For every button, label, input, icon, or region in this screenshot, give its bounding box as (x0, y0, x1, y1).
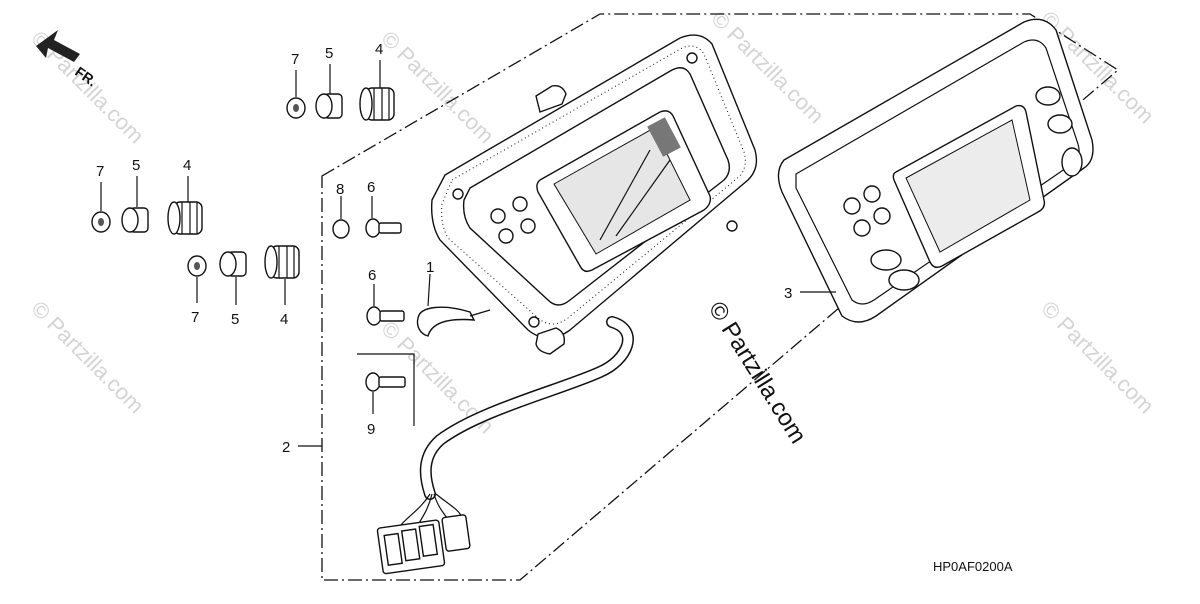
fasteners: 8 6 6 9 1 (332, 179, 491, 438)
bar-graph-icon (647, 117, 681, 157)
screw-hole (686, 52, 698, 64)
callout-6: 6 (368, 267, 376, 284)
cover-buttons (843, 86, 1083, 291)
hardware-row-middle: 7 5 4 (91, 157, 203, 235)
callout-2-group: 2 (282, 439, 322, 456)
grommet-4 (167, 201, 203, 235)
nut-7 (91, 211, 111, 233)
callout-5: 5 (325, 45, 333, 62)
callout-5: 5 (132, 157, 140, 174)
callout-6: 6 (367, 179, 375, 196)
front-arrow-icon (36, 30, 80, 62)
meter-buttons (490, 196, 536, 244)
callout-2: 2 (282, 439, 290, 456)
nut-7 (286, 97, 306, 119)
callout-3: 3 (784, 285, 792, 302)
callout-9: 9 (367, 421, 375, 438)
washer-8: 8 (332, 181, 350, 239)
watermark-text: © Partzilla.com (26, 296, 149, 419)
callout-4: 4 (280, 311, 288, 328)
clip-1: 1 (416, 259, 491, 337)
screw-hole (452, 188, 464, 200)
watermark-text: © Partzilla.com (376, 26, 499, 149)
screw-hole (726, 220, 738, 232)
collar-5 (219, 251, 247, 277)
hardware-row-top: 7 5 4 (286, 41, 395, 121)
callout-4: 4 (183, 157, 191, 174)
center-watermark: © Partzilla.com (703, 297, 812, 448)
mount-tab-top (535, 84, 567, 113)
callout-4: 4 (375, 41, 383, 58)
nut-7 (187, 255, 207, 277)
callout-5: 5 (231, 311, 239, 328)
assembly-boundary (321, 13, 1120, 581)
grommet-4 (359, 87, 395, 121)
meter-assembly (430, 34, 758, 355)
meter-cover: 3 (777, 18, 1094, 323)
collar-5 (121, 207, 149, 233)
screw-hole (528, 316, 540, 328)
diagram-code: HP0AF0200A (933, 559, 1013, 574)
callout-7: 7 (291, 51, 299, 68)
hardware-row-lower: 7 5 4 (187, 245, 300, 328)
watermark-text: © Partzilla.com (1036, 296, 1159, 419)
screw-6-lower: 6 (366, 267, 405, 326)
screw-6-upper: 6 (365, 179, 402, 238)
callout-7: 7 (96, 163, 104, 180)
callout-1: 1 (426, 259, 434, 276)
collar-5 (315, 93, 343, 119)
meter-lcd-window (536, 110, 712, 273)
callout-7: 7 (191, 309, 199, 326)
mount-tab-bottom (535, 327, 566, 355)
grommet-4 (264, 245, 300, 279)
gasket-texture (441, 45, 746, 325)
wire-harness (376, 316, 634, 575)
bracket-line (357, 353, 415, 426)
connector (376, 514, 471, 575)
bolt-9: 9 (357, 353, 415, 438)
callout-8: 8 (336, 181, 344, 198)
cover-screen (892, 104, 1046, 269)
